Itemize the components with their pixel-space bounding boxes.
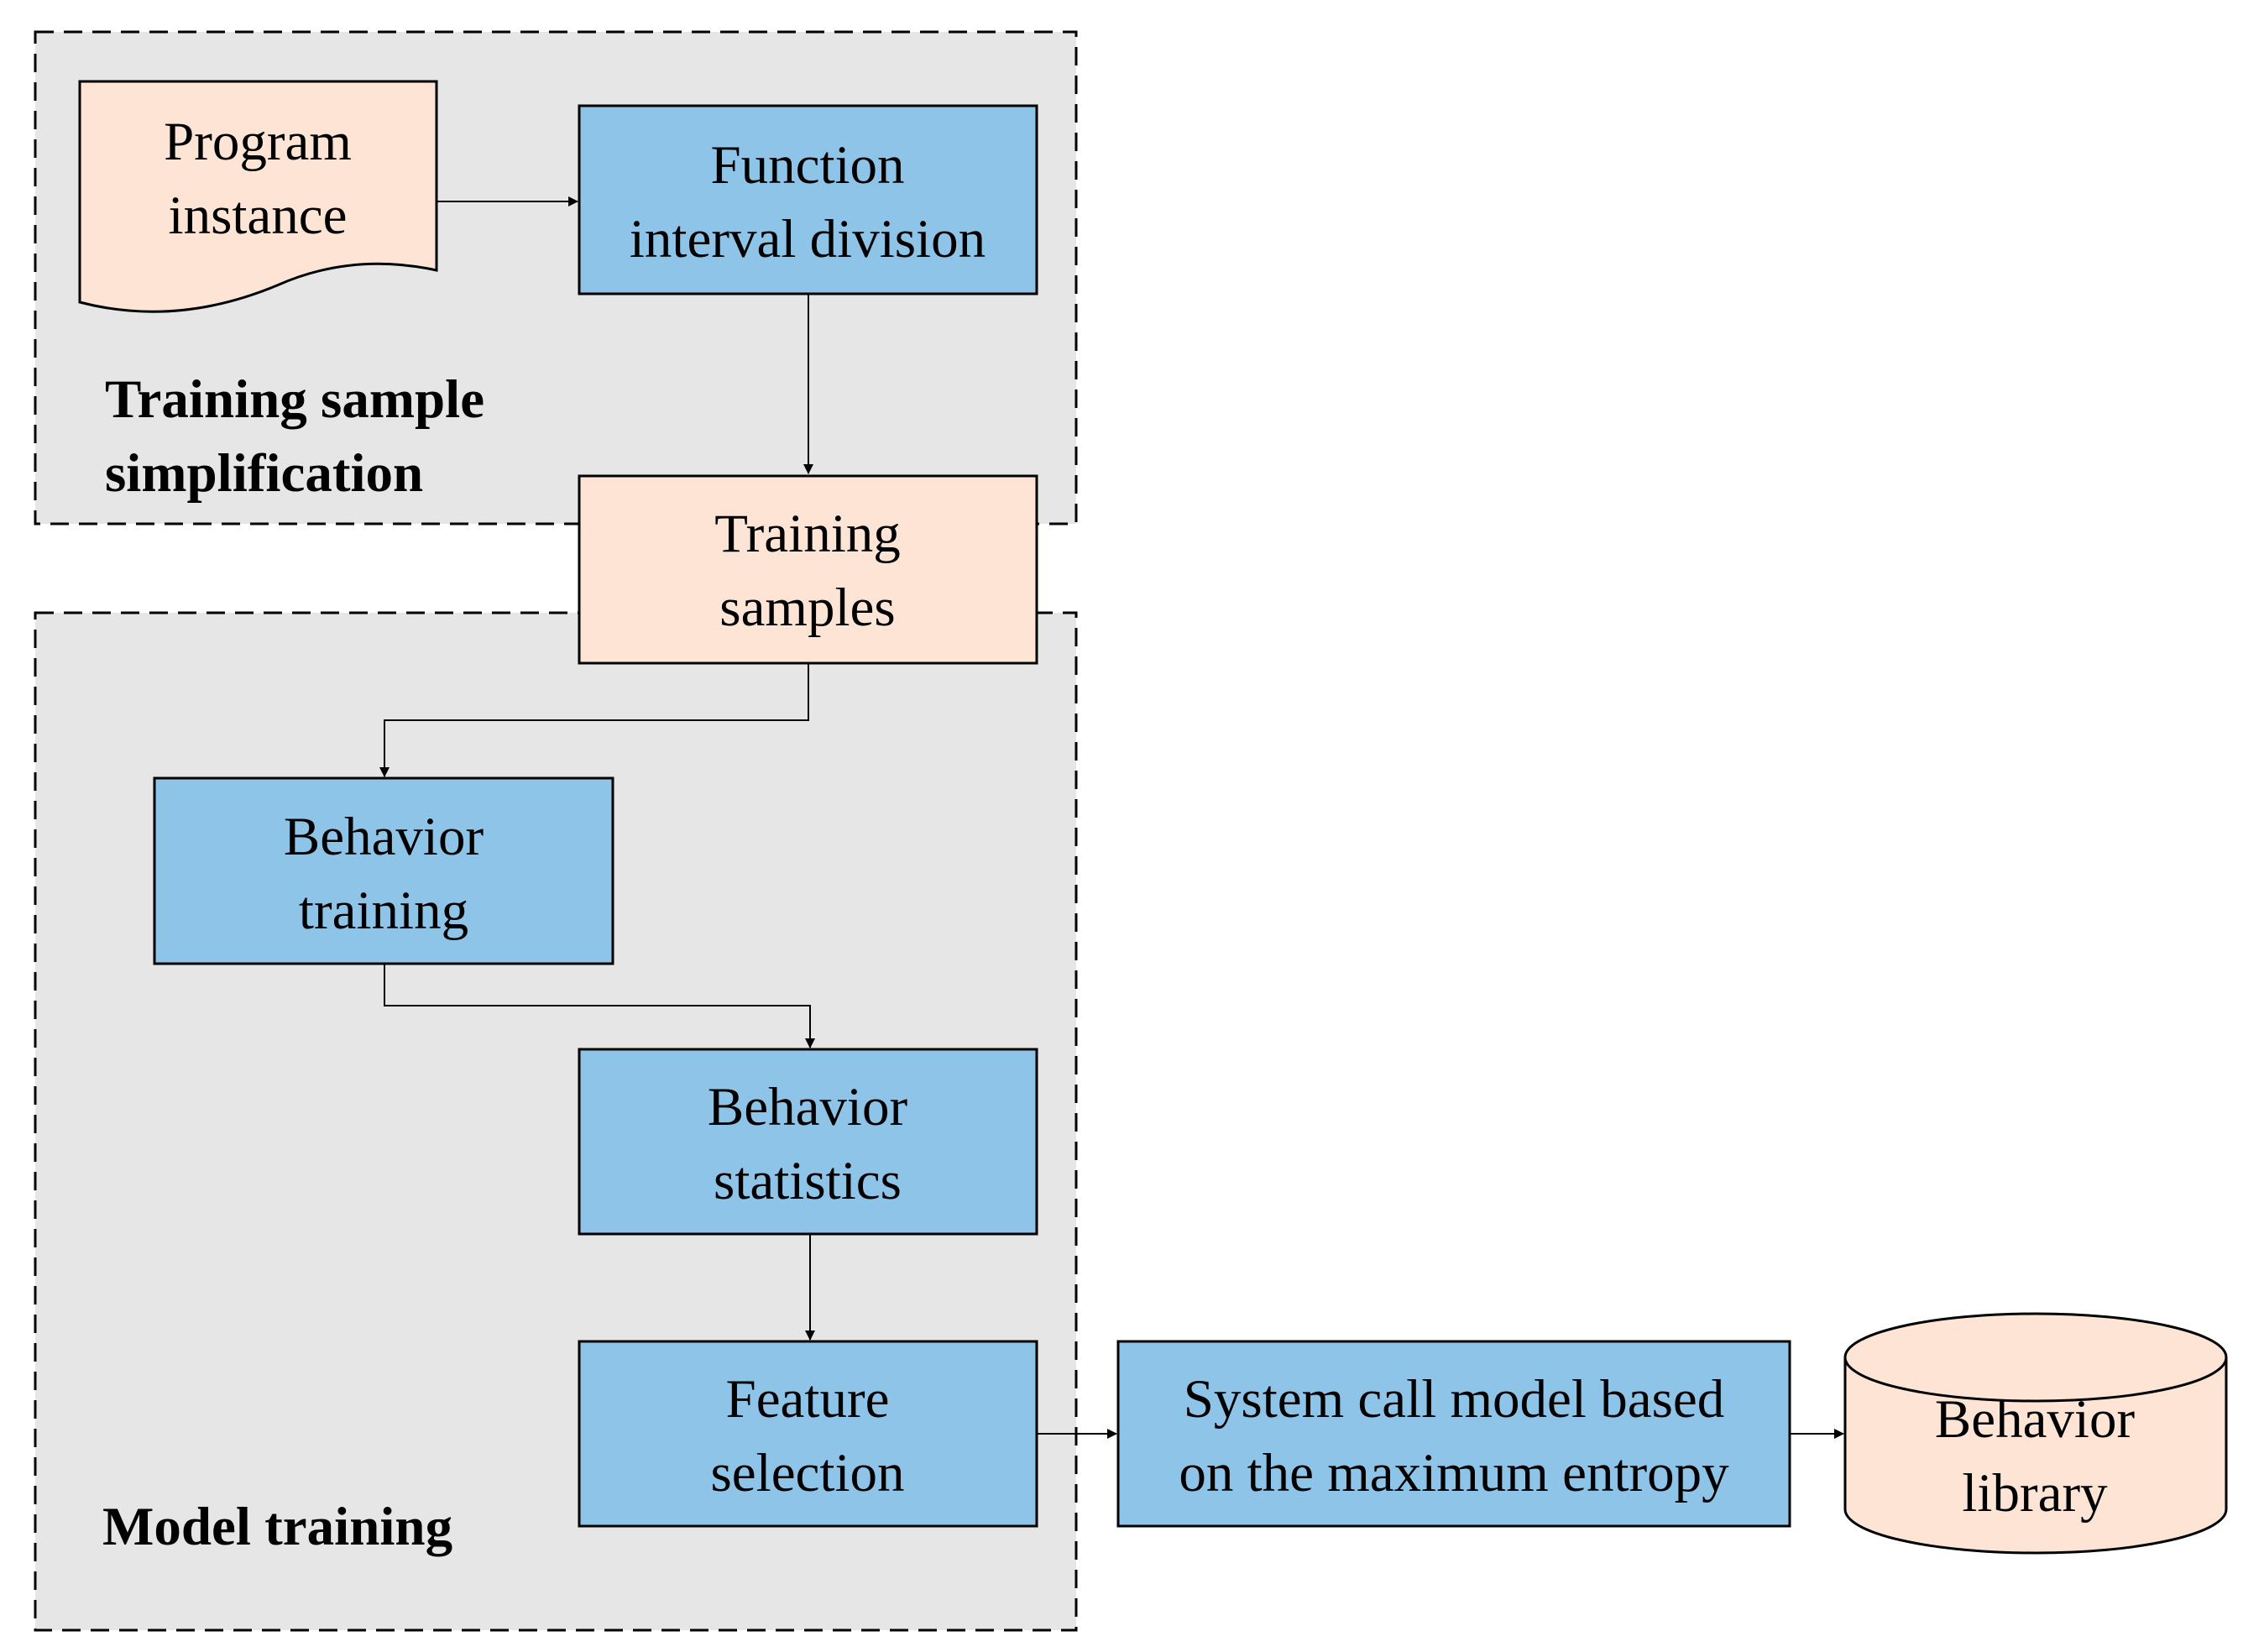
node-program-instance-line1: Program bbox=[164, 112, 352, 172]
node-behavior-training: Behavior training bbox=[153, 776, 614, 965]
node-behavior-library-line1: Behavior bbox=[1935, 1389, 2136, 1450]
node-feature-selection-line1: Feature bbox=[726, 1369, 890, 1430]
node-function-interval-division-line2: interval division bbox=[630, 209, 986, 269]
node-training-samples: Training samples bbox=[578, 474, 1038, 665]
node-function-interval-division-line1: Function bbox=[710, 135, 904, 196]
node-training-samples-line2: samples bbox=[719, 578, 895, 638]
node-training-samples-line1: Training bbox=[714, 504, 901, 564]
node-function-interval-division: Function interval division bbox=[578, 104, 1038, 295]
group-title-simplification-line1: Training sample bbox=[105, 369, 484, 430]
node-behavior-training-line1: Behavior bbox=[284, 807, 484, 867]
node-behavior-library: Behavior library bbox=[1843, 1312, 2228, 1555]
node-system-call-model: System call model based on the maximum e… bbox=[1116, 1340, 1791, 1528]
group-title-simplification-line2: simplification bbox=[105, 443, 423, 504]
node-behavior-statistics: Behavior statistics bbox=[578, 1048, 1038, 1236]
arrow-behavior-training-to-statistics bbox=[384, 964, 815, 1048]
node-system-call-model-line2: on the maximum entropy bbox=[1179, 1443, 1729, 1503]
node-behavior-library-line2: library bbox=[1962, 1463, 2108, 1524]
group-title-model-training: Model training bbox=[102, 1497, 452, 1557]
node-behavior-training-line2: training bbox=[299, 881, 468, 941]
node-behavior-statistics-line2: statistics bbox=[714, 1151, 902, 1211]
node-system-call-model-line1: System call model based bbox=[1184, 1369, 1724, 1430]
node-program-instance: Program instance bbox=[78, 80, 438, 313]
node-feature-selection: Feature selection bbox=[578, 1340, 1038, 1528]
node-program-instance-line2: instance bbox=[169, 186, 348, 246]
node-feature-selection-line2: selection bbox=[710, 1443, 904, 1503]
node-behavior-statistics-line1: Behavior bbox=[708, 1077, 908, 1137]
arrow-training-samples-to-behavior-training bbox=[379, 663, 809, 777]
